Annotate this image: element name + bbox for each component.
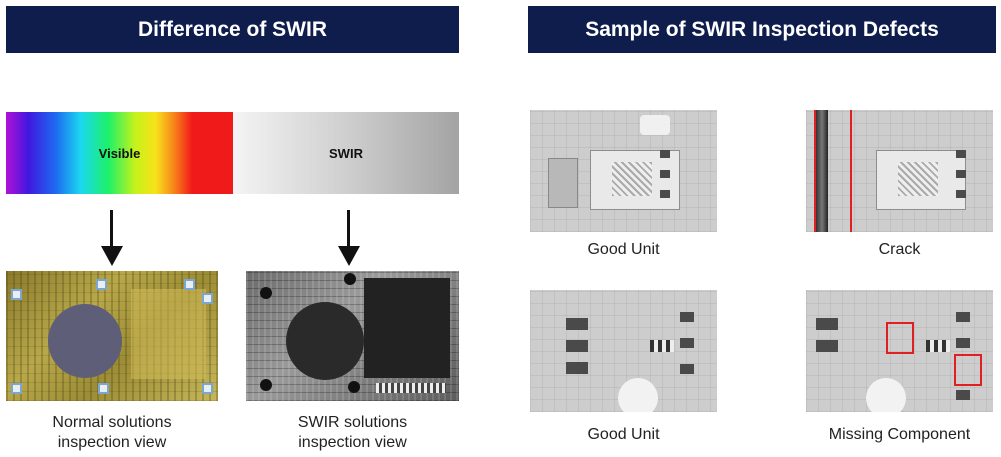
normal-view-caption: Normal solutions inspection view	[6, 413, 218, 453]
missing-component-marker-2	[954, 354, 982, 386]
right-panel-title: Sample of SWIR Inspection Defects	[528, 6, 996, 53]
crack-image	[806, 110, 993, 232]
down-arrow-icon	[338, 210, 360, 266]
visible-label: Visible	[98, 145, 141, 161]
missing-component-image	[806, 290, 993, 412]
normal-caption-line1: Normal solutions	[52, 414, 172, 431]
left-panel-title-text: Difference of SWIR	[137, 17, 328, 41]
crack-defect-marker	[814, 110, 852, 232]
good-unit-image-bottom	[530, 290, 717, 412]
swir-inspection-image	[246, 271, 459, 401]
missing-component-marker-1	[886, 322, 914, 354]
swir-label: SWIR	[329, 145, 363, 161]
good-unit-image-top	[530, 110, 717, 232]
normal-caption-line2: inspection view	[57, 434, 167, 451]
right-panel-title-text: Sample of SWIR Inspection Defects	[585, 17, 939, 41]
swir-spectrum-bar: SWIR	[233, 112, 459, 194]
sample-caption-missing-component: Missing Component	[828, 426, 971, 443]
swir-caption-line2: inspection view	[298, 434, 407, 451]
visible-spectrum-bar: Visible	[6, 112, 233, 194]
normal-inspection-image	[6, 271, 218, 401]
sample-caption-good-unit-top: Good Unit	[587, 241, 660, 258]
swir-view-caption: SWIR solutions inspection view	[246, 413, 459, 453]
down-arrow-icon	[101, 210, 123, 266]
sample-caption-good-unit-bottom: Good Unit	[587, 426, 660, 443]
left-panel-title: Difference of SWIR	[6, 6, 459, 53]
sample-caption-crack: Crack	[878, 241, 921, 258]
swir-caption-line1: SWIR solutions	[297, 414, 408, 431]
